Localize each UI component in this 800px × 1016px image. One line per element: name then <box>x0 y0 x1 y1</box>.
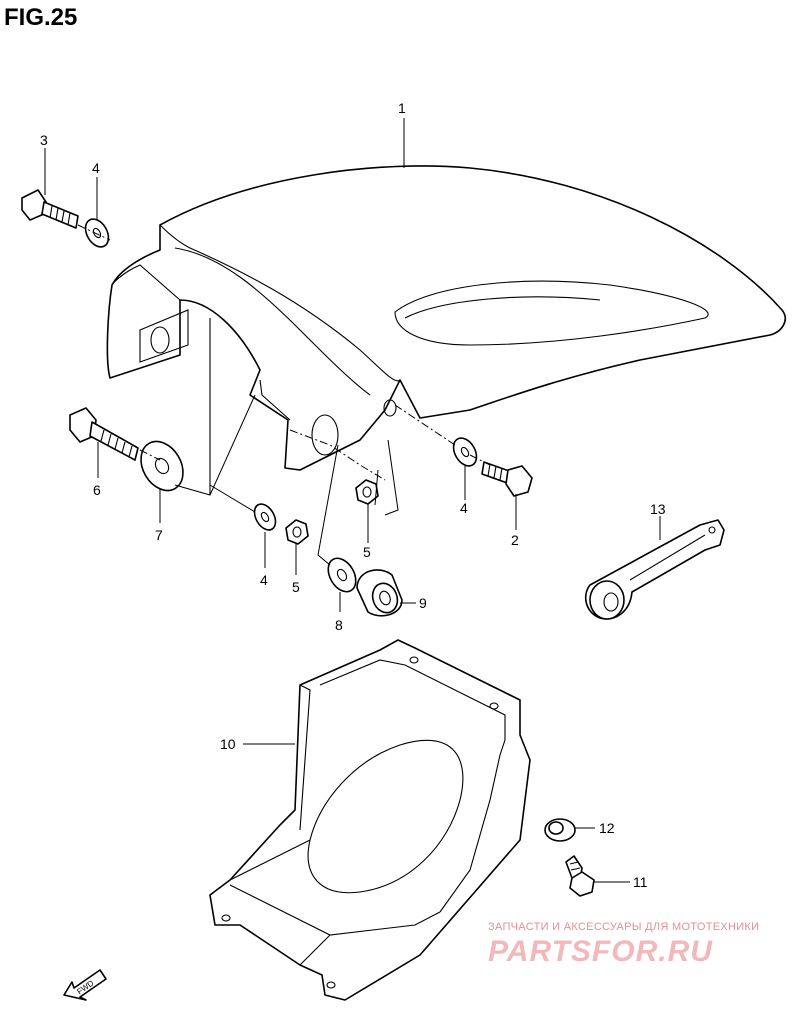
callout-5-right: 5 <box>363 544 371 560</box>
under-tray-10[interactable] <box>209 639 531 1001</box>
callout-6: 6 <box>93 482 101 498</box>
callout-13: 13 <box>650 501 666 517</box>
watermark-logo: PARTSFOR.RU <box>488 935 713 968</box>
flange-bolt-2[interactable] <box>481 461 533 497</box>
collar-nut-9[interactable] <box>356 569 403 617</box>
callout-12: 12 <box>599 820 615 836</box>
screw-11[interactable] <box>565 855 595 897</box>
watermark-tagline: ЗАПЧАСТИ И АКСЕССУАРЫ ДЛЯ МОТОТЕХНИКИ <box>488 921 760 933</box>
rear-fender[interactable] <box>106 165 786 495</box>
callout-10: 10 <box>220 736 236 752</box>
grommet-12[interactable] <box>544 818 576 842</box>
callout-1: 1 <box>398 100 406 116</box>
assembly-lines <box>77 224 491 566</box>
flange-bolt-3[interactable] <box>21 189 79 229</box>
callout-5-middle: 5 <box>292 579 300 595</box>
callout-3: 3 <box>40 132 48 148</box>
washer-8[interactable] <box>323 553 362 596</box>
leader-lines <box>44 118 661 883</box>
washer-7[interactable] <box>133 434 192 498</box>
callout-8: 8 <box>335 617 343 633</box>
figure-title: FIG.25 <box>4 4 78 31</box>
callout-9: 9 <box>419 595 427 611</box>
nut-5-middle[interactable] <box>285 519 309 545</box>
washer-4-top[interactable] <box>81 215 113 251</box>
callout-4-middle: 4 <box>260 572 268 588</box>
callout-labels: 1 2 3 4 4 4 5 5 6 7 8 9 10 11 12 13 <box>40 100 666 890</box>
callout-11: 11 <box>633 874 648 890</box>
bracket-13[interactable] <box>584 519 725 620</box>
flange-bolt-6[interactable] <box>69 407 139 461</box>
callout-4-right: 4 <box>460 500 468 516</box>
callout-4-top: 4 <box>92 160 100 176</box>
washer-4-right[interactable] <box>449 434 481 470</box>
washer-4-middle[interactable] <box>250 500 280 533</box>
callout-2: 2 <box>511 532 519 548</box>
fwd-arrow-icon: FWD <box>63 969 107 1001</box>
callout-7: 7 <box>155 527 163 543</box>
nut-5-right[interactable] <box>355 479 379 505</box>
